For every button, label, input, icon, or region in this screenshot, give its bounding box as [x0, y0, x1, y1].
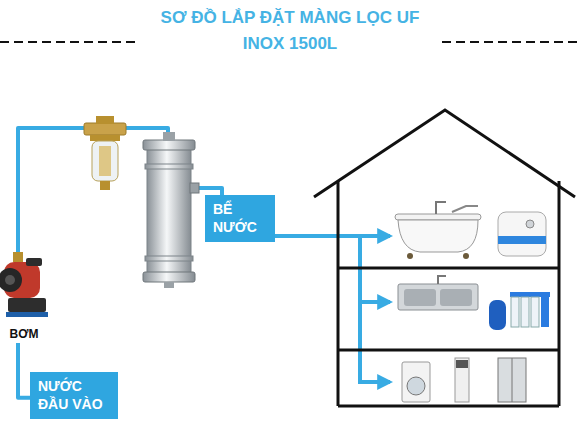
pump-illustration [0, 252, 48, 317]
fridge-illustration-part [512, 358, 513, 402]
sink-illustration-part [438, 276, 446, 284]
prefilter-illustration-part [100, 181, 110, 190]
ro-filter-illustration-part [531, 297, 539, 327]
node-label: NƯỚC ĐẦU VÀO [38, 378, 110, 413]
pump-illustration-part [26, 258, 42, 266]
house-outline-part [337, 181, 340, 406]
sink-illustration-part [440, 289, 472, 306]
pump-illustration-part [8, 298, 46, 312]
tank-box: BỂ NƯỚC [205, 195, 275, 242]
bathtub-illustration [395, 202, 481, 259]
sink-illustration-part [404, 289, 436, 306]
distribution-pipes-part [360, 300, 390, 304]
distribution-pipes [275, 236, 390, 382]
ro-filter-illustration [489, 292, 550, 330]
title-dashes-part [0, 41, 140, 43]
prefilter-illustration [84, 116, 126, 190]
washer-illustration-part [407, 377, 425, 395]
prefilter-illustration-part [90, 135, 120, 141]
uf-housing-illustration-part [164, 282, 174, 288]
uf-housing-illustration [143, 132, 199, 288]
pump-node: BƠM [0, 255, 48, 343]
house-outline-part [338, 267, 559, 270]
ro-filter-illustration-part [541, 297, 549, 327]
house-outline-part [338, 405, 559, 408]
title-dashes-part [442, 41, 580, 43]
house-outline [314, 110, 575, 406]
washer-illustration-part [402, 362, 430, 402]
bathtub-illustration-part [398, 220, 478, 252]
prefilter-illustration-part [96, 116, 114, 124]
pump-illustration-part [0, 268, 22, 292]
uf-housing-illustration-part [163, 132, 175, 141]
ro-filter-illustration-part [510, 292, 550, 297]
dispenser-illustration [455, 358, 469, 402]
house-outline-part [558, 181, 561, 406]
fridge-illustration [498, 358, 526, 402]
node-label: BỂ NƯỚC [213, 201, 267, 236]
uf-housing-illustration-part [145, 256, 193, 261]
pump-illustration-part [13, 252, 23, 262]
bathtub-illustration-part [463, 253, 469, 259]
distribution-pipes-part [275, 234, 390, 238]
water-heater-illustration-part [526, 220, 534, 228]
prefilter-illustration-part [92, 141, 118, 181]
pump-illustration-part [6, 312, 48, 317]
ro-filter-illustration-part [489, 300, 506, 330]
bathtub-illustration-part [452, 206, 478, 212]
node-label: BƠM [10, 327, 39, 341]
fridge-illustration-part [498, 358, 526, 402]
distribution-pipes-part [360, 236, 390, 382]
house-outline-part [314, 110, 575, 197]
bathtub-illustration-part [395, 214, 481, 220]
water-heater-illustration-part [498, 212, 546, 256]
uf-housing-illustration-part [145, 164, 193, 169]
pump-illustration-part [5, 275, 15, 285]
bathtub-illustration-part [407, 253, 413, 259]
dispenser-illustration-part [455, 358, 469, 402]
water-heater-illustration [498, 212, 546, 256]
bathtub-illustration-part [436, 202, 446, 214]
ro-filter-illustration-part [511, 297, 519, 327]
dispenser-illustration-part [456, 360, 468, 368]
uf-housing-illustration-part [190, 183, 199, 193]
sink-illustration [398, 276, 478, 310]
washer-illustration [402, 362, 430, 402]
diagram-title: SƠ ĐỒ LẮP ĐẶT MÀNG LỌC UF INOX 1500L [150, 5, 430, 56]
water-pipe [18, 343, 30, 398]
prefilter-illustration-part [99, 146, 111, 176]
sink-illustration-part [398, 284, 478, 310]
house-outline-part [338, 349, 559, 352]
water-heater-illustration-part [498, 236, 546, 244]
uf-housing-illustration-part [143, 140, 195, 150]
inlet-box: NƯỚC ĐẦU VÀO [30, 372, 118, 419]
ro-filter-illustration-part [521, 297, 529, 327]
prefilter-illustration-part [84, 123, 126, 135]
uf-housing-illustration-part [143, 272, 195, 282]
